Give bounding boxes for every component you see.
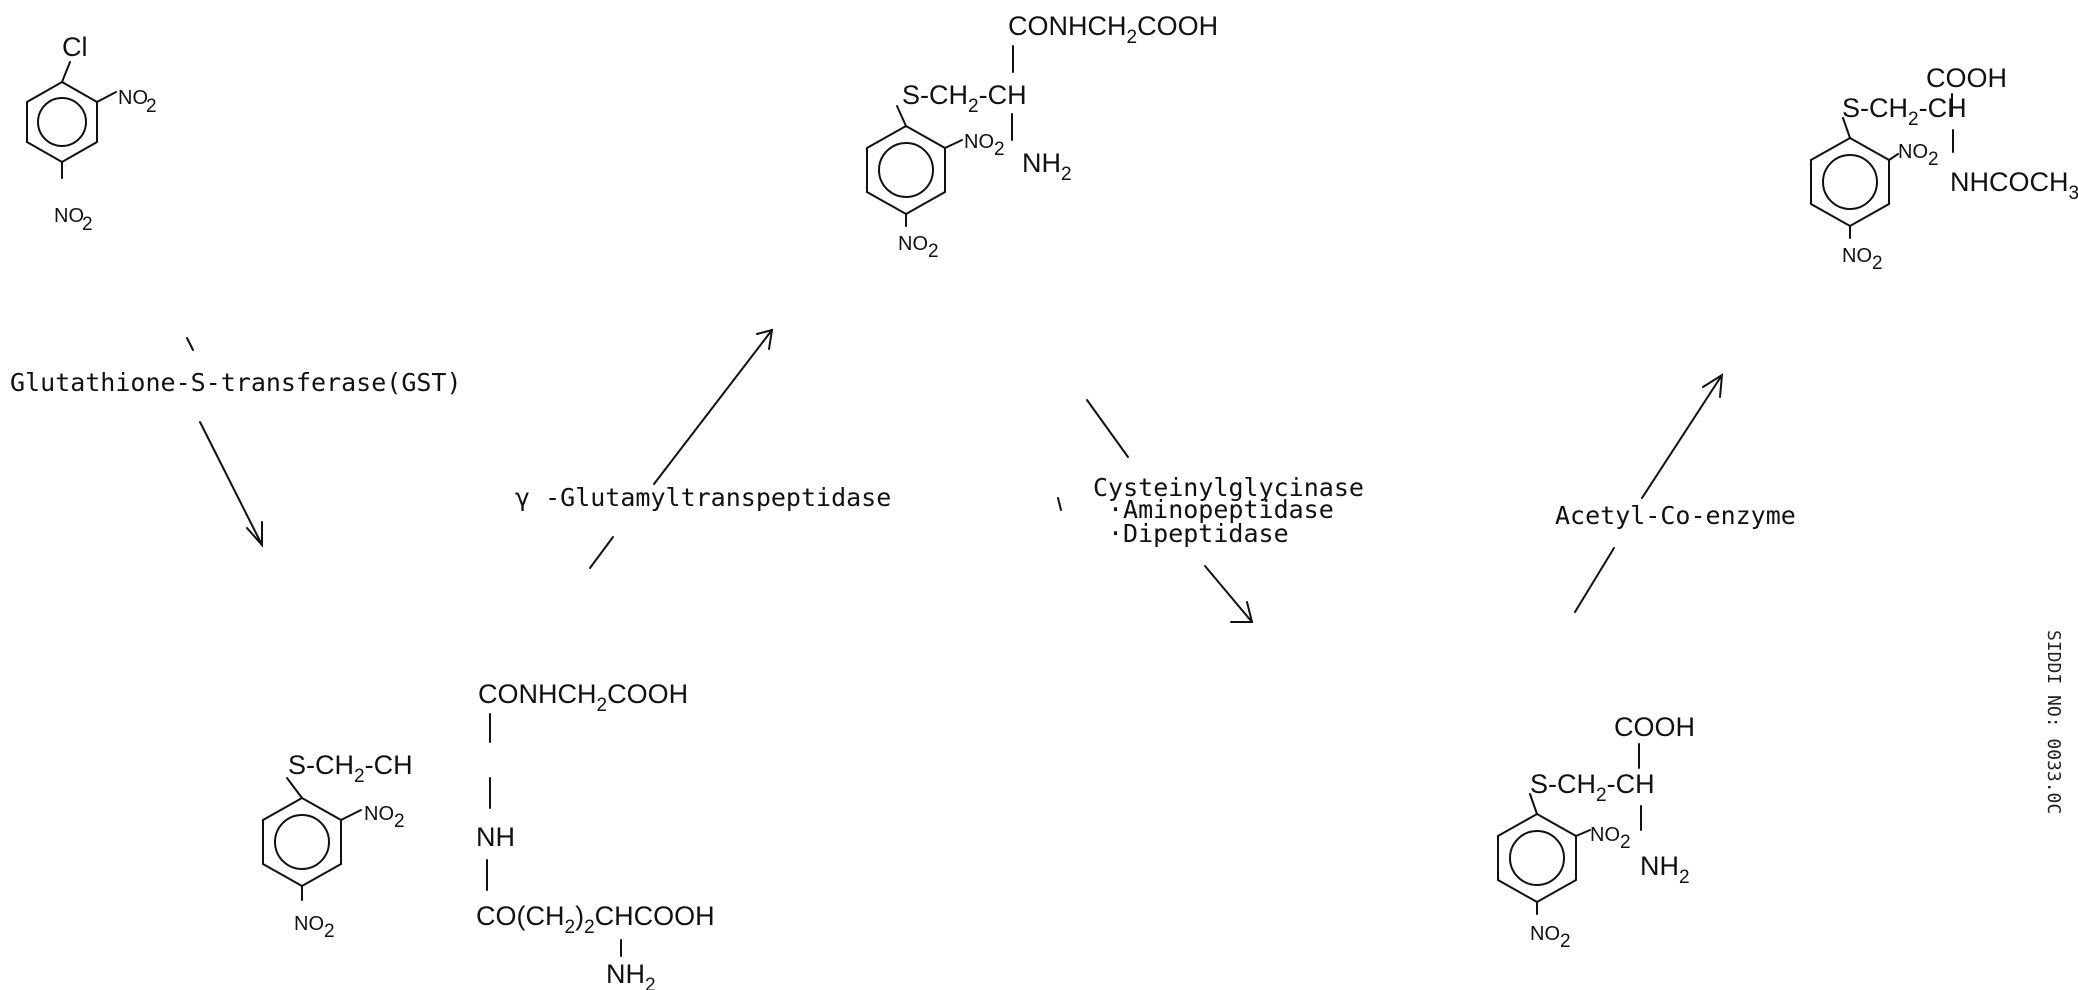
cysteinylglycinase-arrow-head xyxy=(1230,601,1254,623)
gsh-top-text: CONHCH2COOH xyxy=(478,679,688,716)
cdnb-cl-label: Cl xyxy=(62,32,88,62)
cdnb-no2-bottom-sub: 2 xyxy=(82,214,93,235)
gst-arrow-line xyxy=(199,421,263,546)
cys-bond-s xyxy=(1529,793,1538,815)
ggt-label: γ -Glutamyltranspeptidase xyxy=(515,483,891,512)
cysgly-no2-side: NO2 xyxy=(964,131,1005,160)
cys-top-text: COOH xyxy=(1614,712,1695,742)
merc-no2-side: NO2 xyxy=(1898,141,1939,170)
merc-chain-text: S-CH2-CH xyxy=(1842,93,1967,130)
cys-ring-circle xyxy=(1509,830,1565,886)
cysgly-chain-text: S-CH2-CH xyxy=(902,80,1027,117)
merc-nh-text: NHCOCH3 xyxy=(1950,167,2078,204)
acetyl-lower-line xyxy=(1574,547,1615,613)
gst-label: Glutathione-S-transferase(GST) xyxy=(10,368,462,397)
cysgly-nh2-text: NH2 xyxy=(1022,148,1072,185)
merc-ring-circle xyxy=(1822,154,1878,210)
glutathione-conjugate-structure: CONHCH2COOH S-CH2-CH NO2 NH CO(CH2)2CHCO… xyxy=(262,679,715,990)
gsh-bond-s xyxy=(286,777,303,799)
cysteinylglycinase-arrow-line xyxy=(1204,565,1253,623)
cysteinylglycinase-upper-line xyxy=(1086,399,1129,458)
merc-bond-no2 xyxy=(1888,153,1899,161)
gst-tick xyxy=(186,337,194,351)
cys-no2-side: NO2 xyxy=(1590,824,1631,853)
ggt-arrow-line xyxy=(653,329,773,485)
cys-no2-bottom: NO2 xyxy=(1530,923,1571,952)
merc-top-text: COOH xyxy=(1926,63,2007,93)
dipeptidase-label: ·Dipeptidase xyxy=(1108,519,1289,548)
gsh-ring-circle xyxy=(274,814,330,870)
gsh-chain-text: S-CH2-CH xyxy=(288,750,413,787)
cdnb-no2-side: NO xyxy=(118,87,148,109)
cdnb-ring-circle xyxy=(37,97,87,147)
gst-arrow-head xyxy=(246,521,263,548)
mercapturic-acid-structure: COOH S-CH2-CH NO2 NHCOCH3 NO2 xyxy=(1810,63,2078,274)
acetyl-arrow-line xyxy=(1641,374,1723,499)
cysgly-conjugate-structure: CONHCH2COOH S-CH2-CH NO2 NH2 NO2 xyxy=(866,11,1218,262)
cdnb-bond-no2 xyxy=(96,91,117,103)
gsh-co-text: CO(CH2)2CHCOOH xyxy=(476,901,715,938)
gsh-no2-side: NO2 xyxy=(364,803,405,832)
cysteine-conjugate-structure: COOH S-CH2-CH NO2 NH2 NO2 xyxy=(1497,712,1695,952)
cdnb-no2-bottom: NO xyxy=(54,205,84,227)
gsh-no2-bottom: NO2 xyxy=(294,913,335,942)
ggt-arrow-head xyxy=(756,328,774,350)
ggt-lower-line xyxy=(589,536,614,569)
cdnb-structure: Cl NO 2 NO 2 xyxy=(26,32,157,235)
cysteinylglycinase-tick xyxy=(1057,497,1062,511)
cys-bond-no2 xyxy=(1575,829,1591,837)
cdnb-no2-side-sub: 2 xyxy=(146,96,157,117)
vertical-id-text: SIDDI NO: 0033.0C xyxy=(2043,630,2064,814)
cysgly-top-text: CONHCH2COOH xyxy=(1008,11,1218,48)
gsh-nh-text: NH xyxy=(476,822,515,852)
merc-no2-bottom: NO2 xyxy=(1842,245,1883,274)
gsh-nh2-text: NH2 xyxy=(606,959,656,990)
acetyl-label: Acetyl-Co-enzyme xyxy=(1555,501,1796,530)
cys-chain-text: S-CH2-CH xyxy=(1530,769,1655,806)
cysgly-no2-bottom: NO2 xyxy=(898,233,939,262)
aminopeptidase-label: ·Aminopeptidase xyxy=(1108,495,1334,524)
cdnb-bond-cl xyxy=(61,61,71,83)
merc-bond-s xyxy=(1842,117,1851,139)
cys-nh2-text: NH2 xyxy=(1640,851,1690,888)
cysgly-ring-circle xyxy=(878,142,934,198)
cysteinylglycinase-label: Cysteinylglycinase xyxy=(1093,473,1364,502)
cysgly-bond-no2 xyxy=(944,139,963,149)
acetyl-arrow-head xyxy=(1702,373,1724,398)
gsh-bond-no2 xyxy=(340,809,362,821)
cysgly-bond-s xyxy=(896,105,907,127)
